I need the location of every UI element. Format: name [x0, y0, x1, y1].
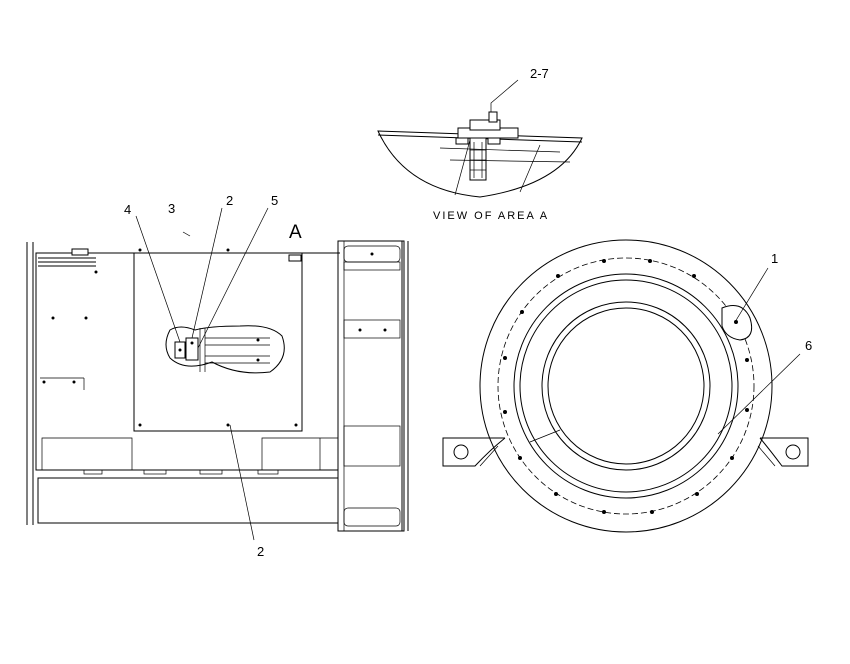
callout-2: 2 — [226, 193, 233, 208]
callout-6: 6 — [805, 338, 812, 353]
detail-view-caption: VIEW OF AREA A — [433, 210, 549, 222]
callout-5: 5 — [271, 193, 278, 208]
callout-3: 3 — [168, 201, 175, 216]
callout-1: 1 — [771, 251, 778, 266]
callout-4: 4 — [124, 202, 131, 217]
side-view: A 4 3 2 5 2 — [26, 193, 409, 559]
callout-2-7: 2-7 — [530, 66, 549, 81]
callout-2-lower: 2 — [257, 544, 264, 559]
detail-view-area-a: 2-7 VIEW OF AREA A — [377, 66, 583, 222]
end-view: 1 6 — [442, 239, 812, 533]
bolt-circle — [503, 259, 749, 514]
view-marker-a: A — [289, 222, 302, 243]
